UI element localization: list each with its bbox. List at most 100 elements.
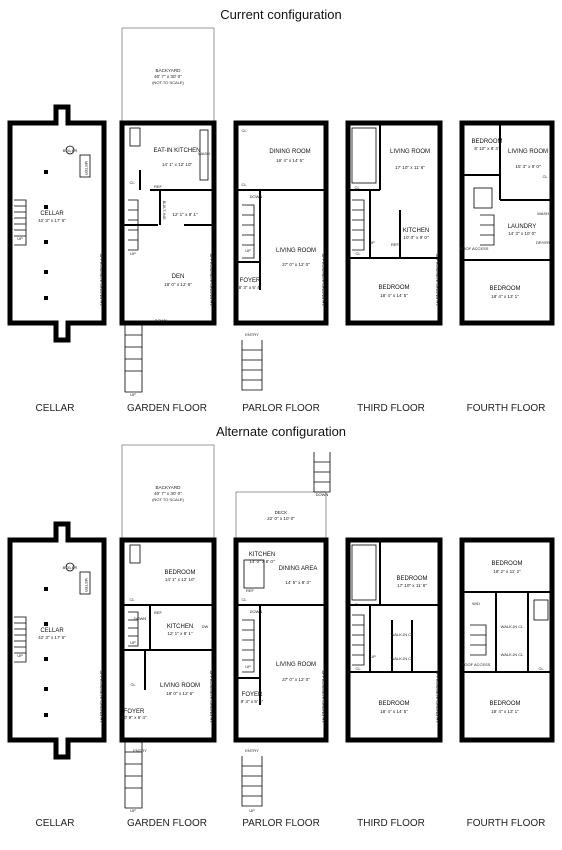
parlor-up-alt: UP xyxy=(245,664,251,669)
parlor-down: DOWN xyxy=(250,194,263,199)
cellar-meter: METER xyxy=(84,161,89,175)
floor-label-cellar: CELLAR xyxy=(35,403,75,414)
dining-area-dims-alt: 14' 5" x 8' 3" xyxy=(285,580,311,585)
fourth-living-dims: 15' 3" x 9' 0" xyxy=(515,164,541,169)
cellar-dims-alt: 42' 3" x 17' 6" xyxy=(38,635,66,640)
parlor-kitchen-alt: KITCHEN xyxy=(249,552,275,558)
ceiling-note-third: APPROXIMATE CEILING HT. xyxy=(435,254,440,307)
deck-dims: 22' 0" x 10' 0" xyxy=(267,516,295,521)
fourth-wash: WASH xyxy=(537,211,549,216)
garden-entry-alt: ENTRY xyxy=(133,748,147,753)
parlor-foyer-alt: FOYER xyxy=(242,692,263,698)
deck-down: DOWN xyxy=(316,492,329,497)
third-bedroom-dims-alt: 18' 4" x 14' 5" xyxy=(380,709,408,714)
backyard-note-alt: (NOT TO SCALE) xyxy=(152,497,184,502)
fourth-walkin-2: WALK-IN CL xyxy=(501,652,525,657)
alternate-configuration-title: Alternate configuration xyxy=(215,424,347,439)
third-living-dims: 17' 10" x 11' 6" xyxy=(395,165,425,170)
cellar-meter-alt: METER xyxy=(84,578,89,592)
fourth-bedroom-top-alt: BEDROOM xyxy=(491,561,522,567)
garden-dw-alt: DW xyxy=(202,624,209,629)
parlor-floor-plan: CL CL DINING ROOM 16' 4" x 14' 5" DOWN U… xyxy=(233,120,329,391)
bathroom-tile xyxy=(351,127,377,184)
garden-middle-dims: 12' 1" x 8' 1" xyxy=(172,212,198,217)
cellar-plan: METER BOILER UP CELLAR 42' 3" x 17' 6" A… xyxy=(7,104,107,343)
backyard-dims: 40' 7" x 30' 0" xyxy=(154,74,182,79)
cellar-dims: 42' 3" x 17' 6" xyxy=(38,218,66,223)
fourth-bedroom-top-dims: 8' 10" x 8' 3" xyxy=(474,146,500,151)
garden-ref-alt: REF xyxy=(154,610,163,615)
third-kitchen-dims: 10' 0" x 9' 0" xyxy=(403,235,429,240)
current-configuration-title: Current configuration xyxy=(220,7,342,22)
fourth-floor-plan-alt: BEDROOM 18' 2" x 11' 2" W/D ROOF ACCESS … xyxy=(459,537,555,743)
third-bedroom: BEDROOM xyxy=(378,285,409,291)
fourth-roof-alt: ROOF ACCESS xyxy=(462,662,491,667)
third-bedroom-alt: BEDROOM xyxy=(378,701,409,707)
parlor-down-alt: DOWN xyxy=(250,609,263,614)
fourth-living-room: LIVING ROOM xyxy=(508,149,548,155)
third-cl-2: CL xyxy=(355,251,361,256)
garden-up: UP xyxy=(130,251,136,256)
garden-cl-2-alt: CL xyxy=(130,682,136,687)
backyard-dims-alt: 40' 7" x 30' 0" xyxy=(154,491,182,496)
third-ref: REF xyxy=(391,242,400,247)
fourth-bedroom-dims: 18' 4" x 13' 1" xyxy=(491,294,519,299)
parlor-living-room: LIVING ROOM xyxy=(276,248,316,254)
ceiling-note-cellar: APPROXIMATE CEILING HT. xyxy=(99,254,104,307)
parlor-living-dims-alt: 27' 0" x 12' 0" xyxy=(282,677,310,682)
laundry-dims: 14' 3" x 10' 0" xyxy=(508,231,536,236)
garden-cl-alt: CL xyxy=(129,597,135,602)
fourth-walkin-1: WALK-IN CL xyxy=(501,624,525,629)
dining-room-dims: 16' 4" x 14' 5" xyxy=(276,158,304,163)
third-kitchen: KITCHEN xyxy=(403,228,429,234)
parlor-foyer-dims: 8' 3" x 5' 4" xyxy=(239,285,262,290)
cellar-boiler-alt: BOILER xyxy=(63,565,78,570)
cellar-room-label-alt: CELLAR xyxy=(40,628,64,634)
garden-ref: REF xyxy=(154,184,163,189)
third-cl: CL xyxy=(354,185,360,190)
garden-up-alt: UP xyxy=(130,640,136,645)
cellar-up-alt: UP xyxy=(17,653,23,658)
garden-bedroom-alt: BEDROOM xyxy=(164,570,195,576)
fourth-bedroom-alt: BEDROOM xyxy=(489,701,520,707)
floor-label-parlor: PARLOR FLOOR xyxy=(242,403,320,414)
backyard-label-alt: BACKYARD xyxy=(156,485,182,490)
parlor-entry: ENTRY xyxy=(245,332,259,337)
floor-label-third-alt: THIRD FLOOR xyxy=(357,818,425,829)
parlor-cl-mid: CL xyxy=(241,182,247,187)
third-living-room: LIVING ROOM xyxy=(390,149,430,155)
third-bedroom-dims: 18' 4" x 14' 5" xyxy=(380,293,408,298)
dining-room: DINING ROOM xyxy=(269,149,310,155)
garden-floor-plan: BACKYARD 40' 7" x 30' 0" (NOT TO SCALE) … xyxy=(119,27,217,397)
garden-front-up: UP xyxy=(130,392,136,397)
parlor-living-dims: 27' 0" x 12' 0" xyxy=(282,262,310,267)
fourth-bedroom-top-dims-alt: 18' 2" x 11' 2" xyxy=(493,569,521,574)
parlor-floor-plan-alt: DOWN DECK 22' 0" x 10' 0" KITCHEN 14' 0"… xyxy=(233,452,331,813)
ceiling-note-third-alt: APPROXIMATE CEILING HT. xyxy=(435,671,440,724)
fourth-roof-access: ROOF ACCESS xyxy=(460,246,489,251)
fourth-bedroom-top: BEDROOM xyxy=(471,139,502,145)
backyard-label: BACKYARD xyxy=(156,68,182,73)
third-walkin-2: WALK-IN CL xyxy=(391,656,415,661)
third-cl-alt: CL xyxy=(354,602,360,607)
dining-area-alt: DINING AREA xyxy=(279,566,318,572)
parlor-ref-alt: REF xyxy=(246,588,255,593)
garden-down-alt: DOWN xyxy=(134,616,147,621)
parlor-up: UP xyxy=(245,248,251,253)
third-bedroom-top-dims-alt: 17' 10" x 11' 6" xyxy=(397,583,427,588)
den-label: DEN xyxy=(172,274,185,280)
parlor-living-alt: LIVING ROOM xyxy=(276,662,316,668)
floor-label-fourth: FOURTH FLOOR xyxy=(466,403,546,414)
garden-kitchen-alt: KITCHEN xyxy=(167,624,193,630)
fourth-floor-plan: BEDROOM 8' 10" x 8' 3" LIVING ROOM 15' 3… xyxy=(459,120,555,326)
parlor-foyer: FOYER xyxy=(240,278,261,284)
floor-label-garden: GARDEN FLOOR xyxy=(126,403,207,414)
fourth-cl: CL xyxy=(542,174,548,179)
garden-builtins: BUILT-INS xyxy=(162,201,167,220)
cellar-room-label: CELLAR xyxy=(40,211,64,217)
meter-box xyxy=(79,154,91,178)
ceiling-note-cellar-alt: APPROXIMATE CEILING HT. xyxy=(99,671,104,724)
parlor-front-up-alt: UP xyxy=(249,808,255,813)
ceiling-note-parlor-alt: APPROXIMATE CEILING HT. xyxy=(321,671,326,724)
